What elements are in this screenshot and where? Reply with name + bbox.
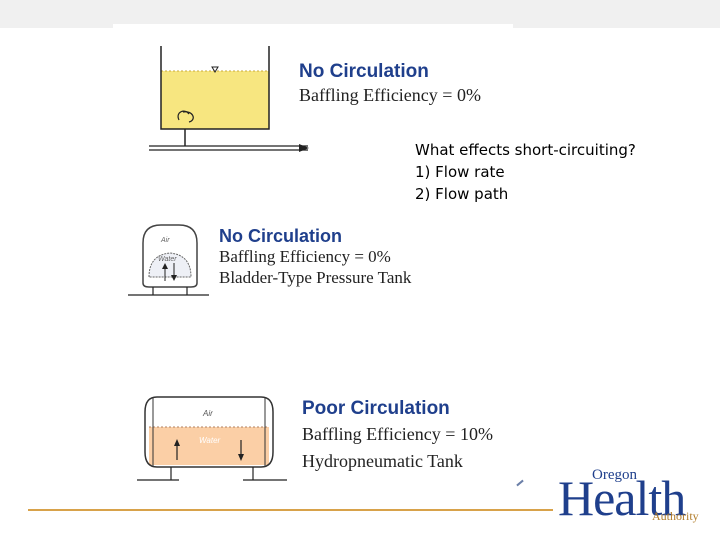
panel-title: Poor Circulation bbox=[302, 398, 450, 419]
logo-health-text: Health bbox=[558, 470, 686, 526]
logo-authority-text: Authority bbox=[652, 509, 699, 523]
top-bar bbox=[0, 0, 720, 28]
hydropneumatic-tank-diagram: Air Water bbox=[137, 396, 287, 481]
open-tank-diagram bbox=[149, 46, 309, 152]
oregon-health-authority-logo: Oregon Health Authority bbox=[558, 466, 708, 526]
baffling-efficiency-text: Baffling Efficiency = 0% bbox=[219, 247, 391, 266]
note-question: What effects short-circuiting? bbox=[415, 141, 636, 159]
air-label: Air bbox=[160, 237, 170, 244]
tank-type-text: Hydropneumatic Tank bbox=[302, 451, 463, 471]
panel-bladder-tank: Air Water No Circulation Baffling Effici… bbox=[113, 215, 458, 307]
air-label: Air bbox=[202, 409, 213, 418]
baffling-efficiency-text: Baffling Efficiency = 0% bbox=[299, 85, 481, 105]
note-item-flow-path: 2) Flow path bbox=[415, 185, 509, 203]
panel-title: No Circulation bbox=[219, 226, 343, 246]
water-label: Water bbox=[158, 256, 177, 263]
water-label: Water bbox=[199, 436, 221, 445]
baffling-efficiency-text: Baffling Efficiency = 10% bbox=[302, 424, 493, 444]
note-item-flow-rate: 1) Flow rate bbox=[415, 163, 505, 181]
footer-rule bbox=[28, 509, 553, 511]
panel-open-tank: No Circulation Baffling Efficiency = 0% bbox=[113, 24, 513, 164]
tank-type-text: Bladder-Type Pressure Tank bbox=[219, 268, 412, 287]
panel-hydropneumatic-tank: Air Water Poor Circulation Baffling Effi… bbox=[113, 372, 531, 494]
bladder-tank-diagram: Air Water bbox=[128, 224, 209, 296]
short-circuit-note: What effects short-circuiting? 1) Flow r… bbox=[415, 139, 636, 205]
panel-title: No Circulation bbox=[299, 61, 429, 82]
logo-oregon-text: Oregon bbox=[592, 467, 637, 483]
